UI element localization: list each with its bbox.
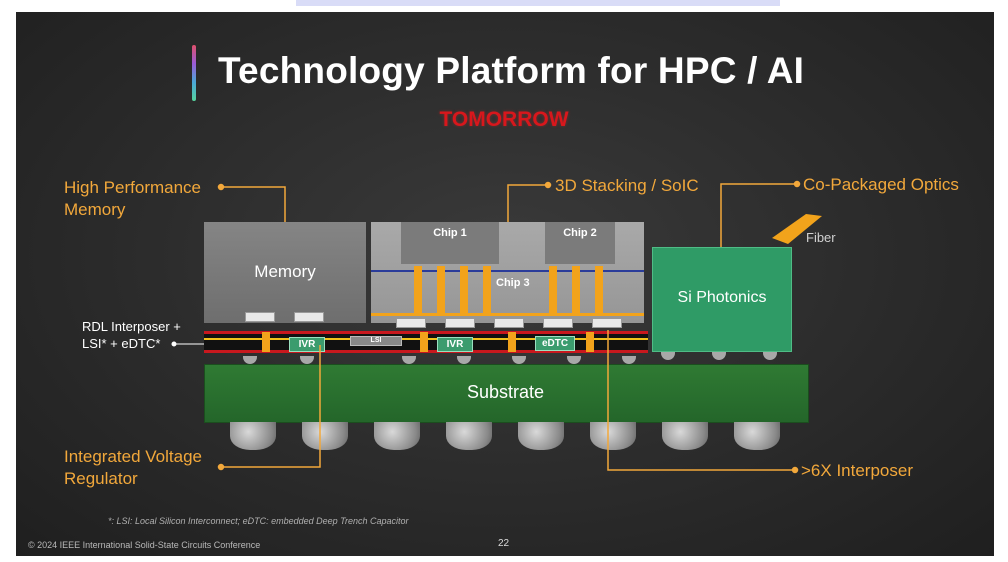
si-photonics-block bbox=[652, 247, 792, 352]
c4-bump bbox=[402, 356, 416, 364]
memory-block bbox=[204, 222, 366, 323]
tsv-via bbox=[595, 266, 603, 314]
chip-1: Chip 1 bbox=[401, 222, 499, 264]
micro-bump-pad bbox=[245, 312, 275, 322]
chip-2-label: Chip 2 bbox=[563, 227, 597, 239]
c4-bump bbox=[512, 356, 526, 364]
page-number: 22 bbox=[498, 538, 510, 549]
tsv-via bbox=[549, 266, 557, 314]
copyright: © 2024 IEEE International Solid-State Ci… bbox=[28, 540, 261, 550]
tsv-via bbox=[437, 266, 445, 314]
substrate-block bbox=[204, 364, 809, 423]
edtc-chip: eDTC bbox=[535, 336, 575, 351]
ivr-chip: IVR bbox=[437, 337, 473, 352]
callout-rdl-line1: RDL Interposer + bbox=[82, 319, 181, 334]
micro-bump-pad bbox=[494, 318, 524, 328]
chip-2: Chip 2 bbox=[545, 222, 615, 264]
chip-1-label: Chip 1 bbox=[433, 227, 467, 239]
micro-bump-pad bbox=[396, 318, 426, 328]
c4-bump bbox=[457, 356, 471, 364]
tsv-via bbox=[572, 266, 580, 314]
bga-ball bbox=[446, 422, 492, 450]
micro-bump-pad bbox=[592, 318, 622, 328]
callout-ivr-line2: Regulator bbox=[64, 469, 138, 488]
interposer-via bbox=[420, 332, 428, 352]
c4-bump bbox=[661, 352, 675, 360]
tsv-via bbox=[483, 266, 491, 314]
bga-ball bbox=[590, 422, 636, 450]
title-accent-bar bbox=[192, 45, 196, 101]
c4-bump bbox=[243, 356, 257, 364]
micro-bump-pad bbox=[543, 318, 573, 328]
callout-ivr-line1: Integrated Voltage bbox=[64, 447, 203, 466]
c4-bump bbox=[300, 356, 314, 364]
ivr-chip: IVR bbox=[289, 337, 325, 352]
callout-cpo: Co-Packaged Optics bbox=[803, 175, 959, 194]
fiber-label: Fiber bbox=[806, 230, 836, 245]
callout-rdl-line2: LSI* + eDTC* bbox=[82, 336, 161, 351]
callout-hbm-line1: High Performance bbox=[64, 178, 202, 197]
c4-bump bbox=[567, 356, 581, 364]
tsv-via bbox=[460, 266, 468, 314]
callout-3d-stacking: 3D Stacking / SoIC bbox=[555, 176, 699, 195]
slide-title: Technology Platform for HPC / AI bbox=[218, 50, 805, 91]
c4-bump bbox=[763, 352, 777, 360]
bga-ball bbox=[662, 422, 708, 450]
memory-label: Memory bbox=[254, 262, 316, 281]
substrate-label: Substrate bbox=[466, 382, 545, 402]
tsv-via bbox=[414, 266, 422, 314]
bga-ball bbox=[230, 422, 276, 450]
interposer-via bbox=[262, 332, 270, 352]
top-bar bbox=[296, 0, 780, 6]
footnote: *: LSI: Local Silicon Interconnect; eDTC… bbox=[108, 516, 409, 526]
chip-3-rdl bbox=[371, 313, 644, 316]
lsi-bridge: LSI bbox=[350, 336, 402, 346]
interposer-via bbox=[508, 332, 516, 352]
micro-bump-pad bbox=[294, 312, 324, 322]
c4-bump bbox=[622, 356, 636, 364]
chip-3-label: Chip 3 bbox=[496, 277, 530, 289]
micro-bump-pad bbox=[445, 318, 475, 328]
bga-ball bbox=[518, 422, 564, 450]
bga-ball bbox=[374, 422, 420, 450]
bond-line bbox=[371, 270, 644, 272]
bga-ball bbox=[734, 422, 780, 450]
interposer-via bbox=[586, 332, 594, 352]
slide-subtitle: TOMORROW bbox=[439, 108, 569, 131]
callout-interposer: >6X Interposer bbox=[801, 461, 913, 480]
si-photonics-label: Si Photonics bbox=[677, 289, 767, 306]
c4-bump bbox=[712, 352, 726, 360]
callout-hbm-line2: Memory bbox=[64, 200, 126, 219]
bga-ball bbox=[302, 422, 348, 450]
